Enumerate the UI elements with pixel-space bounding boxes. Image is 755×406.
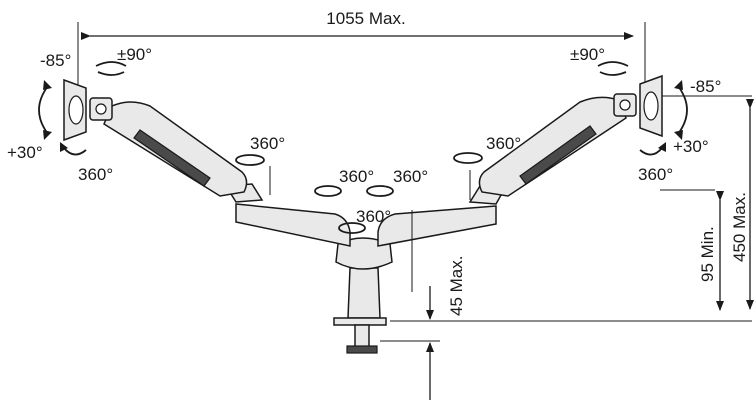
right-tilt-arrowhead-bottom xyxy=(674,130,683,140)
left-upper-arm xyxy=(103,101,248,197)
left-center-label: 360° xyxy=(339,167,374,186)
clamp-screw xyxy=(354,324,370,348)
left-rotation-arrow xyxy=(95,61,127,67)
min-height-label: 95 Min. xyxy=(698,226,717,282)
angle-labels: -85° ±90° +30° 360° ±90° -85° +30° 360° … xyxy=(7,45,721,226)
right-rotation-label: ±90° xyxy=(570,45,605,64)
right-elbow-rotation-arrow xyxy=(453,152,483,164)
right-swivel-arrow xyxy=(639,147,663,156)
right-lower-arm xyxy=(377,205,497,247)
right-vesa-plate-center xyxy=(643,91,659,121)
left-tilt-up-label: -85° xyxy=(40,51,71,70)
left-gas-spring xyxy=(133,129,211,187)
right-center-label: 360° xyxy=(393,167,428,186)
left-elbow-label: 360° xyxy=(250,134,285,153)
left-arm-assembly xyxy=(89,97,351,247)
right-gas-spring xyxy=(519,125,597,185)
center-pole xyxy=(347,267,381,319)
base-rotation-arrow xyxy=(338,222,366,234)
left-rotation-arrow-lower xyxy=(97,71,125,76)
overall-width-dimension: 1055 Max. xyxy=(77,9,646,96)
left-swivel-arrowhead xyxy=(60,142,68,152)
left-vesa-plate-center xyxy=(68,95,84,125)
left-elbow-rotation-arrow xyxy=(235,154,265,166)
center-pole-and-clamp xyxy=(333,237,393,354)
right-rotation-arrow xyxy=(597,61,629,67)
left-tilt-arrowhead-bottom xyxy=(43,130,52,140)
rotation-indicators xyxy=(38,61,688,234)
left-monitor-pivot xyxy=(95,103,107,115)
left-vesa-plate xyxy=(63,78,87,142)
right-swivel-label: 360° xyxy=(638,165,673,184)
overall-width-label: 1055 Max. xyxy=(326,9,405,28)
left-center-rotation-arrow xyxy=(314,185,342,197)
clamp-thickness-dimension: 45 Max. xyxy=(380,256,466,400)
left-lower-arm xyxy=(235,203,351,247)
right-center-rotation-arrow xyxy=(366,185,394,197)
height-dimensions: 450 Max. 95 Min. xyxy=(390,95,754,322)
clamp-thickness-label: 45 Max. xyxy=(447,256,466,316)
right-elbow-label: 360° xyxy=(486,134,521,153)
clamp-knob xyxy=(346,345,378,354)
max-height-label: 450 Max. xyxy=(730,192,749,262)
left-swivel-label: 360° xyxy=(78,165,113,184)
right-tilt-up-label: -85° xyxy=(690,77,721,96)
left-tilt-arrowhead-top xyxy=(43,80,52,90)
right-swivel-arrowhead xyxy=(658,142,666,152)
right-arm-assembly xyxy=(377,93,637,292)
left-swivel-arrow xyxy=(63,147,87,156)
clamp-top-plate xyxy=(333,317,387,326)
right-monitor-pivot xyxy=(619,99,631,111)
base-label: 360° xyxy=(356,207,391,226)
right-upper-arm xyxy=(478,96,627,197)
right-tilt-arrow xyxy=(677,85,688,135)
right-tilt-arrowhead-top xyxy=(674,80,683,90)
left-tilt-down-label: +30° xyxy=(7,143,43,162)
right-tilt-down-label: +30° xyxy=(673,137,709,156)
right-rotation-arrow-lower xyxy=(599,71,627,76)
left-rotation-label: ±90° xyxy=(117,45,152,64)
left-tilt-arrow xyxy=(38,85,49,135)
right-vesa-plate xyxy=(639,74,663,138)
